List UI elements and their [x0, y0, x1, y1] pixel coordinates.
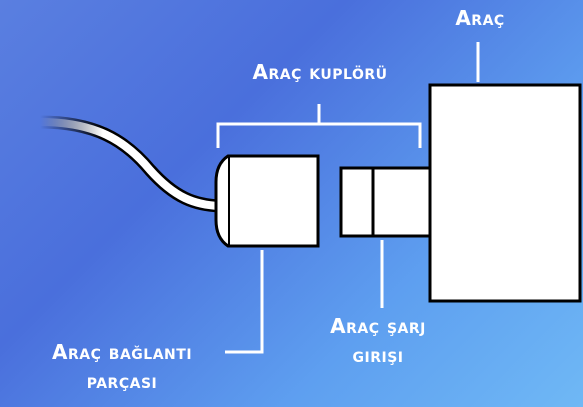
- vehicle-connector-label: Araç bağlantı parçası: [6, 338, 238, 396]
- vehicle-connector-label-line1: Araç bağlantı: [51, 340, 193, 364]
- vehicle-connector: [214, 154, 320, 248]
- vehicle-inlet-label-line1: Araç şarj: [330, 314, 426, 338]
- vehicle-inlet-label-line2: girişi: [352, 343, 404, 367]
- vehicle-body: [428, 83, 582, 303]
- vehicle-label: Araç: [440, 4, 520, 33]
- coupler-bracket: [216, 104, 422, 148]
- vehicle-inlet-label: Araç şarj girişi: [303, 312, 453, 370]
- vehicle-connector-label-line2: parçası: [86, 369, 158, 393]
- vehicle-coupler-label: Araç kuplörü: [190, 58, 450, 87]
- charging-cable: [39, 115, 221, 213]
- vehicle-coupler-label-text: Araç kuplörü: [252, 60, 388, 84]
- connector-leader-line: [225, 250, 264, 354]
- vehicle-label-text: Araç: [455, 6, 505, 30]
- vehicle-inlet: [339, 166, 437, 238]
